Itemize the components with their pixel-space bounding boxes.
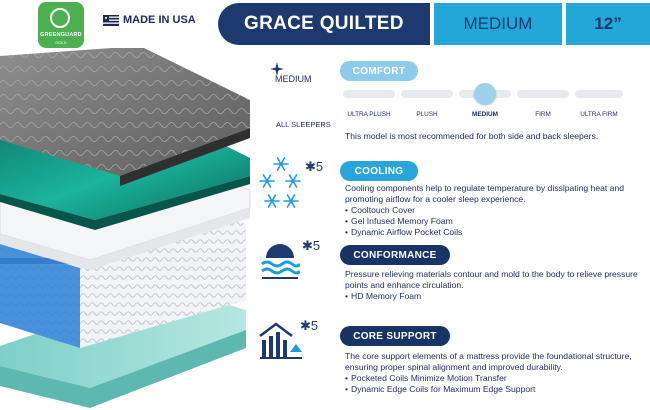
star-icon: ✱ xyxy=(305,159,316,174)
conformance-description: Pressure relieving materials contour and… xyxy=(345,269,638,290)
list-item: Dynamic Edge Coils for Maximum Edge Supp… xyxy=(345,384,645,395)
conformance-section: Pressure relieving materials contour and… xyxy=(345,269,645,302)
us-flag-icon xyxy=(103,14,119,26)
sleepers-label: ALL SLEEPERS xyxy=(276,120,331,129)
list-item: Gel Infused Memory Foam xyxy=(345,216,645,227)
scale-segment xyxy=(343,90,395,98)
snowflake-icon xyxy=(259,157,301,208)
conformance-heading: CONFORMANCE xyxy=(340,245,450,265)
comfort-scale-label: FIRM xyxy=(535,111,551,118)
height-tab: 12” xyxy=(566,3,650,45)
list-item: Pocketed Coils Minimize Motion Transfer xyxy=(345,373,645,384)
greenguard-badge: GREENGUARD GOLD xyxy=(38,2,84,48)
list-item: Dynamic Airflow Pocket Coils xyxy=(345,227,645,238)
core-support-section: The core support elements of a mattress … xyxy=(345,351,645,395)
scale-segment xyxy=(517,90,569,98)
core-support-heading: CORE SUPPORT xyxy=(340,326,450,346)
product-title: GRACE QUILTED xyxy=(218,3,430,45)
mattress-layers-illustration xyxy=(0,48,251,408)
core-support-description: The core support elements of a mattress … xyxy=(345,351,632,372)
star-icon: ✱ xyxy=(302,238,313,253)
comfort-description: This model is most recommended for both … xyxy=(345,131,599,141)
cooling-count: ✱5 xyxy=(305,159,324,174)
comfort-scale xyxy=(343,83,623,105)
firmness-star-icon xyxy=(270,62,284,76)
cooling-bullets: Cooltouch Cover Gel Infused Memory Foam … xyxy=(345,205,645,238)
comfort-scale-label: PLUSH xyxy=(416,111,438,118)
firmness-label: MEDIUM xyxy=(275,74,312,84)
star-icon: ✱ xyxy=(300,318,311,333)
core-support-bullets: Pocketed Coils Minimize Motion Transfer … xyxy=(345,373,645,395)
conformance-count: ✱5 xyxy=(302,238,321,253)
cooling-section: Cooling components help to regulate temp… xyxy=(345,183,645,238)
comfort-scale-knob xyxy=(474,83,496,105)
scale-segment xyxy=(401,90,453,98)
cooling-description: Cooling components help to regulate temp… xyxy=(345,183,624,204)
made-in-usa-label: MADE IN USA xyxy=(123,14,196,26)
leaf-icon xyxy=(50,8,70,28)
core-support-icon xyxy=(259,322,302,359)
scale-segment xyxy=(575,90,623,98)
cooling-heading: COOLING xyxy=(340,161,418,181)
badge-title: GREENGUARD xyxy=(40,32,82,38)
made-in-usa: MADE IN USA xyxy=(103,14,196,26)
badge-subtitle: GOLD xyxy=(55,40,67,45)
list-item: Cooltouch Cover xyxy=(345,205,645,216)
comfort-heading: COMFORT xyxy=(340,61,418,81)
firmness-tab: MEDIUM xyxy=(434,3,562,45)
support-count: ✱5 xyxy=(300,318,319,333)
comfort-scale-label: MEDIUM xyxy=(472,111,498,118)
comfort-scale-label: ULTRA FIRM xyxy=(580,111,618,118)
wave-conformance-icon xyxy=(261,244,300,279)
conformance-bullets: HD Memory Foam xyxy=(345,291,645,302)
list-item: HD Memory Foam xyxy=(345,291,645,302)
comfort-scale-label: ULTRA PLUSH xyxy=(347,111,391,118)
